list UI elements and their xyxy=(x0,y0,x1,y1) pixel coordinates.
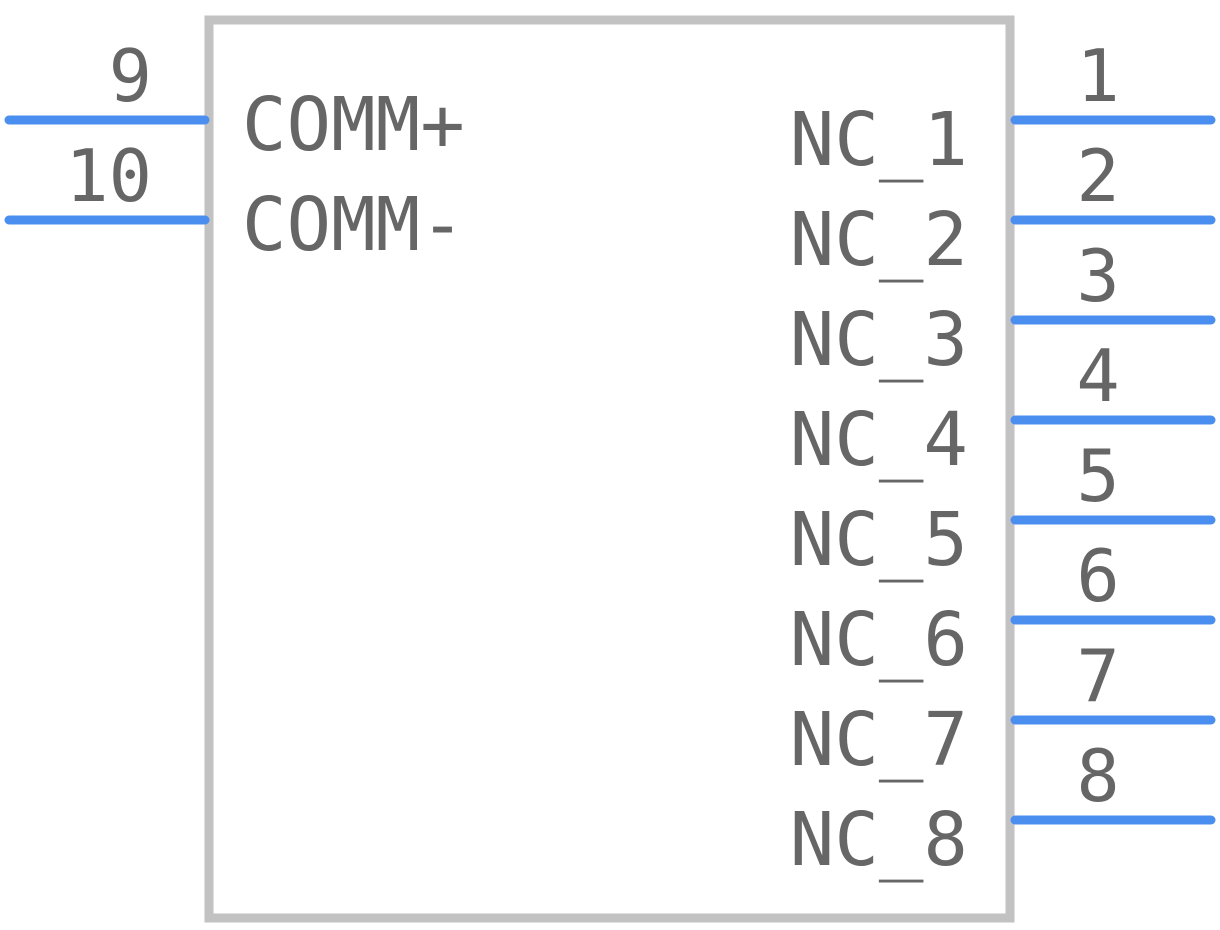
pin-number: 7 xyxy=(1076,634,1119,718)
pin-number: 3 xyxy=(1076,234,1119,318)
pin-name: NC_4 xyxy=(790,397,968,483)
pin-name: NC_2 xyxy=(790,197,968,283)
pin-number: 9 xyxy=(109,34,152,118)
pin-name: NC_3 xyxy=(790,297,968,383)
pin-number: 6 xyxy=(1076,534,1119,618)
pin-number: 8 xyxy=(1076,734,1119,818)
right-pin-group: 1NC_1 2NC_2 3NC_3 4NC_4 5NC_5 6NC_6 7NC_7 8NC_8 xyxy=(790,34,1216,883)
component-body xyxy=(204,15,1015,923)
pin-name: NC_5 xyxy=(790,497,968,583)
pin-number: 5 xyxy=(1076,434,1119,518)
pin-name: NC_6 xyxy=(790,597,968,683)
pin-name: NC_8 xyxy=(790,797,968,883)
pin-number: 10 xyxy=(65,134,152,218)
pin-number: 4 xyxy=(1076,334,1119,418)
pin-number: 1 xyxy=(1076,34,1119,118)
pin-name: NC_1 xyxy=(790,97,968,183)
pin-number: 2 xyxy=(1076,134,1119,218)
pin-name: COMM- xyxy=(242,182,465,268)
pin-name: COMM+ xyxy=(242,82,465,168)
pin-name: NC_7 xyxy=(790,697,968,783)
